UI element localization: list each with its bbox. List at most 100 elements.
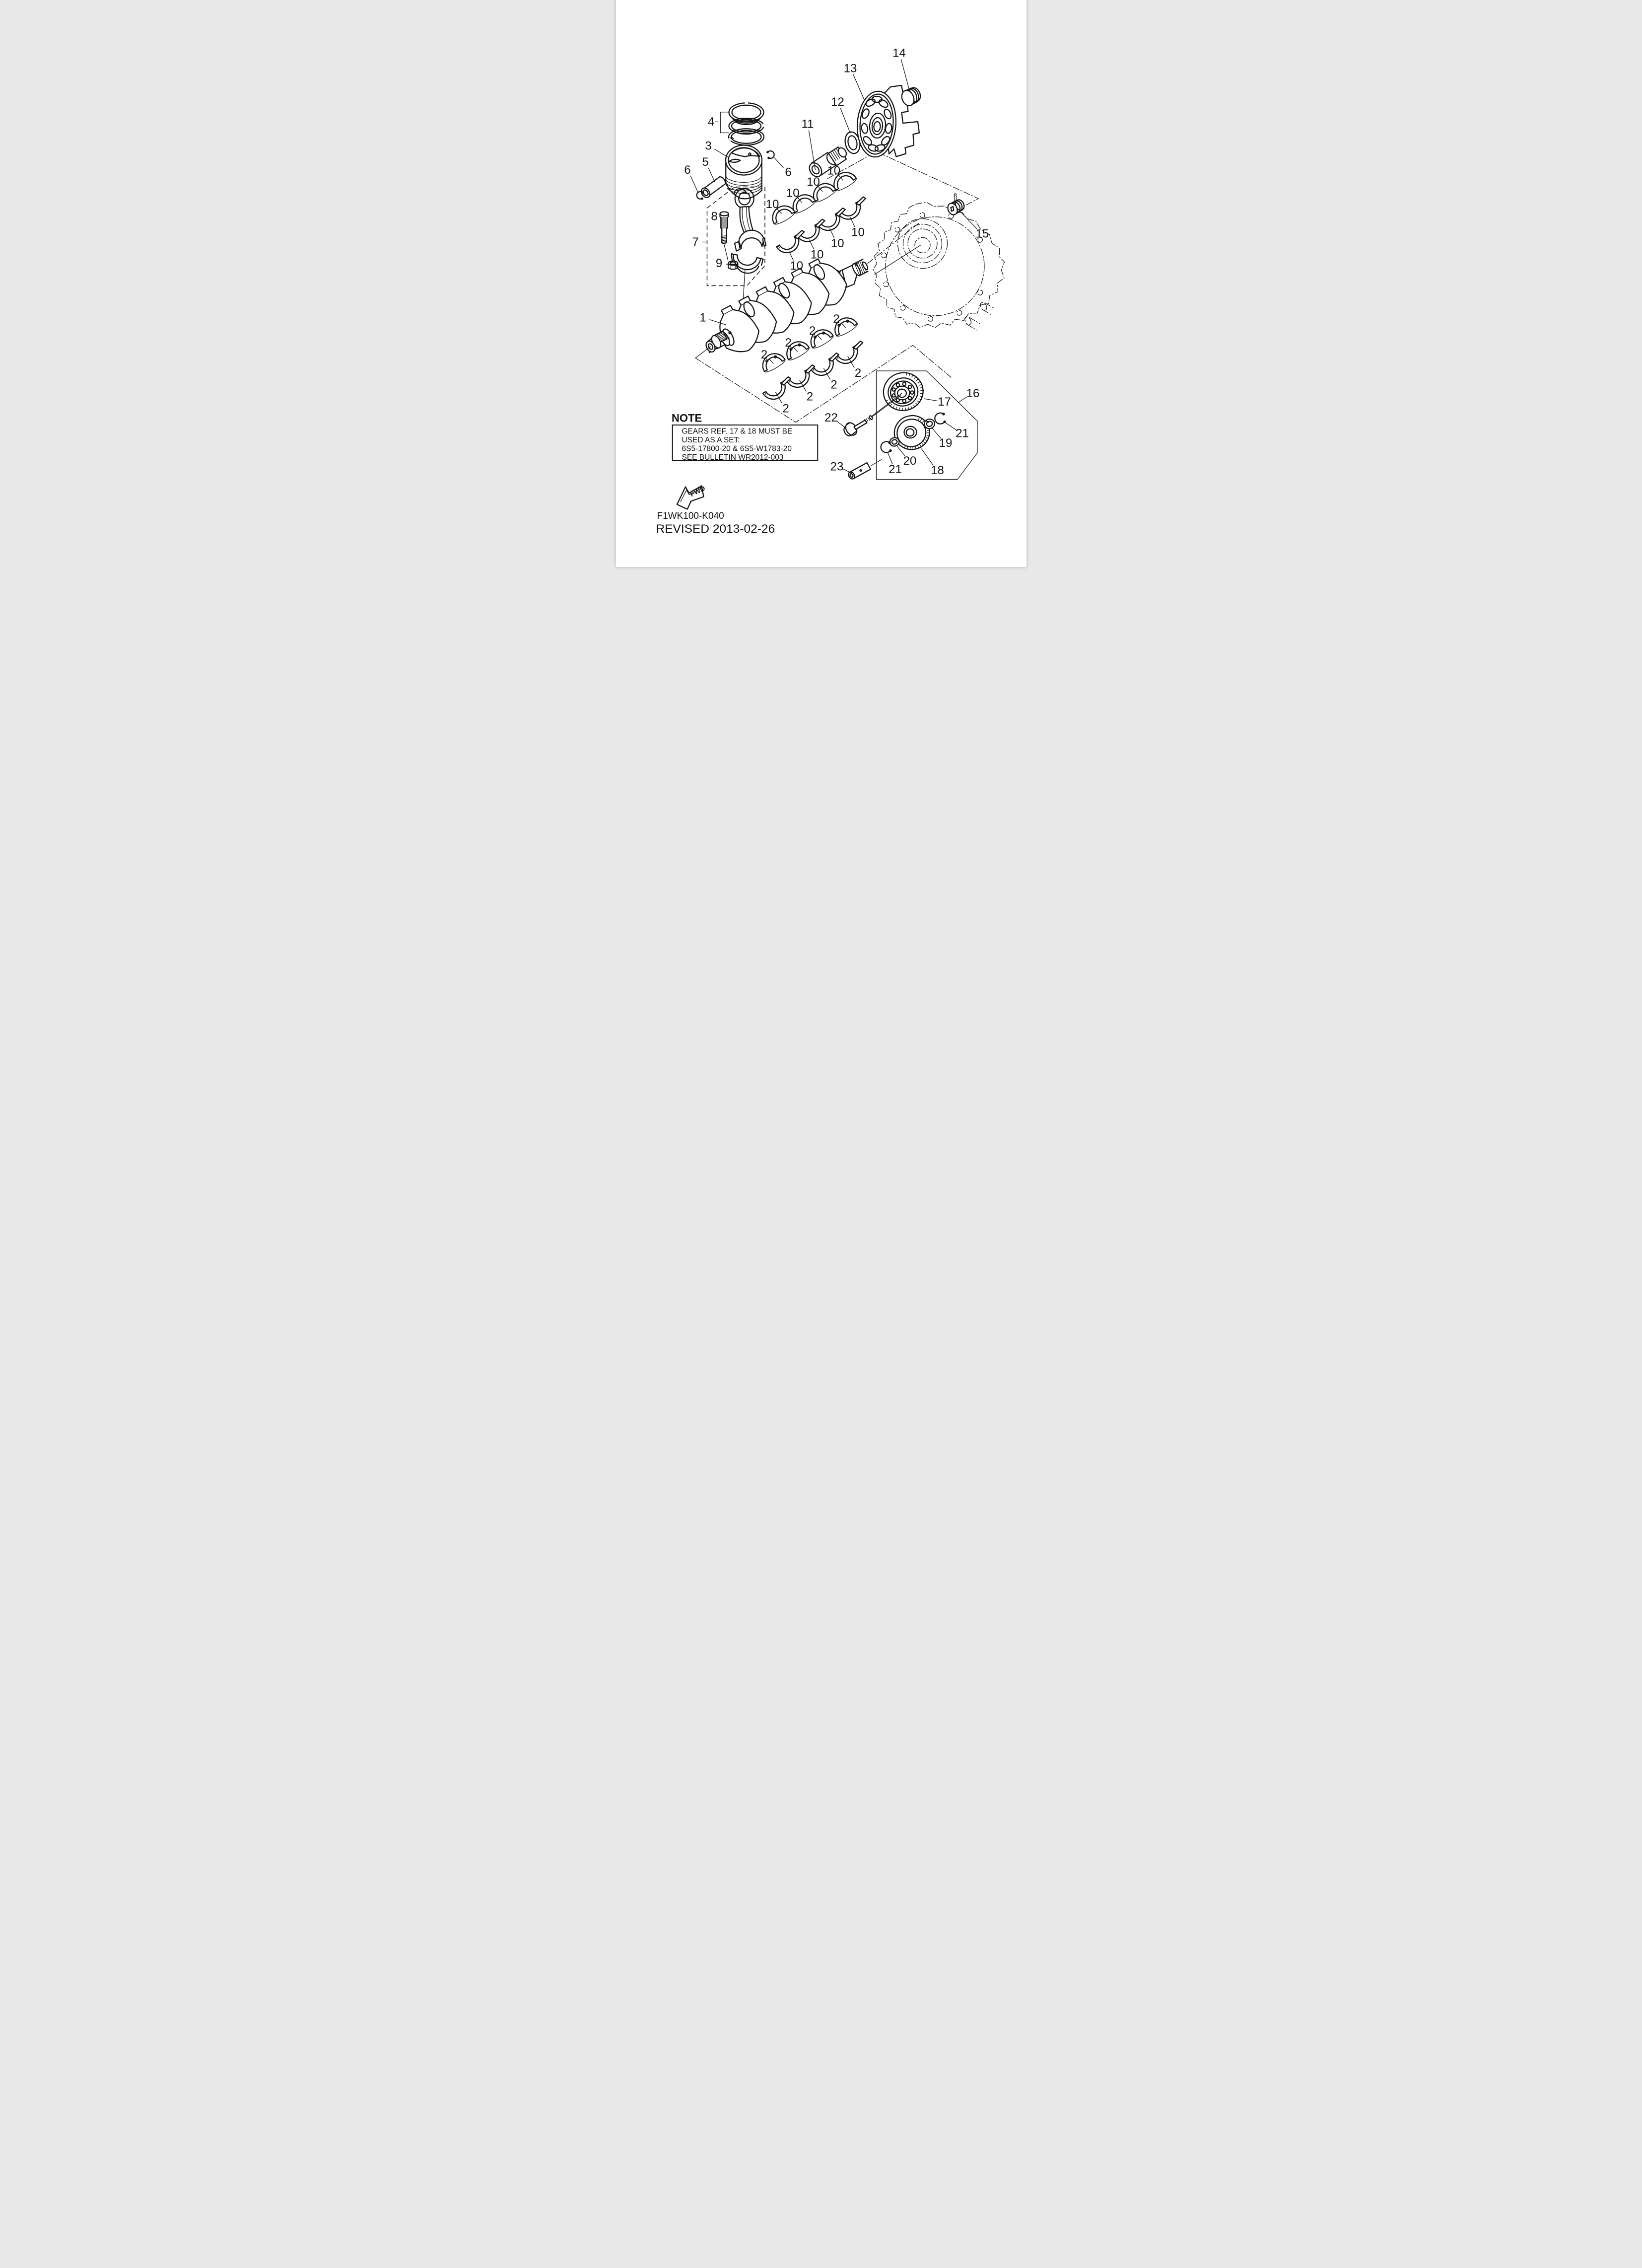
leader-line xyxy=(849,217,855,227)
callout-14: 14 xyxy=(892,47,906,60)
leader-line xyxy=(852,74,865,101)
leader-line xyxy=(809,239,814,250)
leader-line xyxy=(823,368,830,380)
callout-23: 23 xyxy=(830,460,843,474)
rod-nut xyxy=(727,260,738,270)
callout-3: 3 xyxy=(705,140,711,153)
callout-2: 2 xyxy=(854,366,861,380)
note-line-3: 6S5-17800-20 & 6S5-W1783-20 xyxy=(682,445,792,453)
rod-bolt xyxy=(719,211,729,261)
callout-10: 10 xyxy=(765,198,779,211)
callout-10: 10 xyxy=(786,186,799,200)
callout-20: 20 xyxy=(903,454,916,468)
leader-line xyxy=(808,130,816,170)
leader-line xyxy=(921,448,934,466)
callout-2: 2 xyxy=(782,402,789,416)
leader-line xyxy=(838,175,843,181)
bearing-shell xyxy=(834,317,858,337)
crankshaft xyxy=(694,258,869,358)
callout-8: 8 xyxy=(711,210,717,223)
leader-line xyxy=(709,319,726,325)
gear-bolt xyxy=(843,395,901,436)
piston-pin-clip-left xyxy=(696,191,704,200)
circlip-left xyxy=(880,441,892,453)
crankcase-phantom xyxy=(872,193,1005,331)
callout-10: 10 xyxy=(851,226,865,239)
bearing-shell xyxy=(833,172,857,191)
leader-line xyxy=(788,250,794,261)
bearing-shell xyxy=(813,183,836,203)
leader-line xyxy=(931,427,941,439)
coupling-damper xyxy=(901,87,921,107)
callout-6: 6 xyxy=(785,166,791,179)
callout-2: 2 xyxy=(806,390,813,404)
bearing-shell xyxy=(810,352,839,376)
callout-10: 10 xyxy=(807,175,820,189)
note-line-4: SEE BULLETIN WR2012-003 xyxy=(682,453,783,462)
primary-gear xyxy=(872,372,924,417)
footer-revision: REVISED 2013-02-26 xyxy=(656,522,775,536)
leader-line xyxy=(900,59,909,89)
piston xyxy=(725,144,762,200)
circlip-right xyxy=(934,412,946,425)
bearing-shell xyxy=(771,205,795,225)
callout-19: 19 xyxy=(939,436,952,450)
callout-13: 13 xyxy=(843,62,857,75)
leader-line xyxy=(836,421,846,428)
bearing-shell xyxy=(817,207,846,231)
drive-coupling xyxy=(856,84,920,158)
leader-line xyxy=(776,209,782,214)
coupling-washer xyxy=(844,131,861,154)
footer-part-code: F1WK100-K040 xyxy=(657,511,724,521)
piston-pin xyxy=(700,176,726,198)
crankcase-plug xyxy=(947,199,964,215)
leader-line xyxy=(841,323,846,328)
leader-line xyxy=(690,175,698,193)
leader-line xyxy=(725,264,729,265)
diagram-page: NOTE GEARS REF. 17 & 18 MUST BE USED AS … xyxy=(616,0,1026,567)
leader-line xyxy=(775,392,782,404)
callout-10: 10 xyxy=(810,248,823,262)
callout-12: 12 xyxy=(831,95,844,109)
leader-line xyxy=(817,335,822,340)
callout-2: 2 xyxy=(809,324,815,338)
callout-4: 4 xyxy=(707,115,714,129)
callout-10: 10 xyxy=(827,164,840,177)
fwd-arrow: FWD xyxy=(676,484,706,510)
callout-10: 10 xyxy=(830,237,844,250)
callout-11: 11 xyxy=(801,118,814,131)
callout-9: 9 xyxy=(715,257,722,270)
bearing-shell xyxy=(792,194,816,213)
connecting-rod-group xyxy=(706,186,766,349)
callout-16: 16 xyxy=(966,387,979,400)
gear-group-16 xyxy=(843,370,978,480)
callout-6: 6 xyxy=(684,163,690,177)
leader-line xyxy=(839,107,851,134)
leader-line xyxy=(714,148,728,157)
bearing-shells xyxy=(762,172,866,400)
callout-2: 2 xyxy=(785,336,791,350)
piston-rings xyxy=(720,102,764,146)
bearing-shell xyxy=(762,353,786,372)
leader-line xyxy=(797,197,802,203)
gear-pin xyxy=(847,459,882,480)
bearing-shell xyxy=(810,329,834,349)
callout-15: 15 xyxy=(975,227,989,241)
leader-line xyxy=(887,451,892,464)
callout-21: 21 xyxy=(889,463,902,476)
parts-diagram: NOTE GEARS REF. 17 & 18 MUST BE USED AS … xyxy=(656,47,1005,536)
note-box: NOTE GEARS REF. 17 & 18 MUST BE USED AS … xyxy=(672,412,818,462)
bearing-shell xyxy=(834,340,863,364)
group-7-dashed-box xyxy=(706,186,765,286)
bearing-shell xyxy=(786,364,815,388)
note-line-1: GEARS REF. 17 & 18 MUST BE xyxy=(682,427,792,436)
leader-line xyxy=(829,228,834,238)
leader-line xyxy=(960,212,977,230)
leader-line xyxy=(818,186,822,192)
leader-line xyxy=(799,380,806,392)
leader-line xyxy=(793,347,798,352)
leader-line xyxy=(708,167,715,183)
group-16-box xyxy=(876,370,978,480)
bearing-shell xyxy=(775,229,805,254)
